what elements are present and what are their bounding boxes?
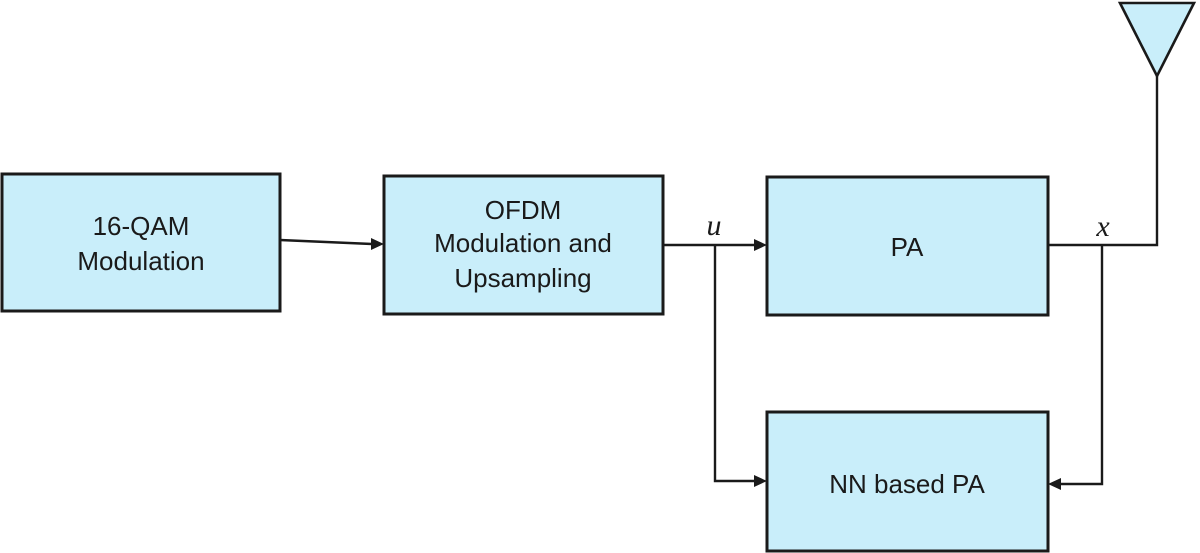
qam-block-line1: 16-QAM [93,211,190,241]
pa-block: PA [765,175,1050,317]
qam-modulation-block: 16-QAM Modulation [0,172,282,313]
wire-pa-to-antenna [1048,76,1159,247]
qam-block-line2: Modulation [77,246,204,276]
wire-ofdm-to-pa [663,239,767,251]
signal-label-x: x [1095,210,1110,243]
ofdm-block-line3: Upsampling [454,263,591,293]
wire-qam-to-ofdm [279,238,384,250]
nn-pa-block-label: NN based PA [829,469,985,499]
ofdm-block-line2: Modulation and [434,228,612,258]
nn-pa-block: NN based PA [765,410,1050,553]
ofdm-block-line1: OFDM [485,195,562,225]
signal-label-u: u [707,209,722,242]
wire-x-to-nn-pa [1048,245,1104,490]
antenna-icon [1117,1,1197,79]
pa-block-label: PA [891,232,924,262]
ofdm-modulation-block: OFDM Modulation and Upsampling [382,174,665,316]
wire-u-to-nn-pa [713,245,767,487]
